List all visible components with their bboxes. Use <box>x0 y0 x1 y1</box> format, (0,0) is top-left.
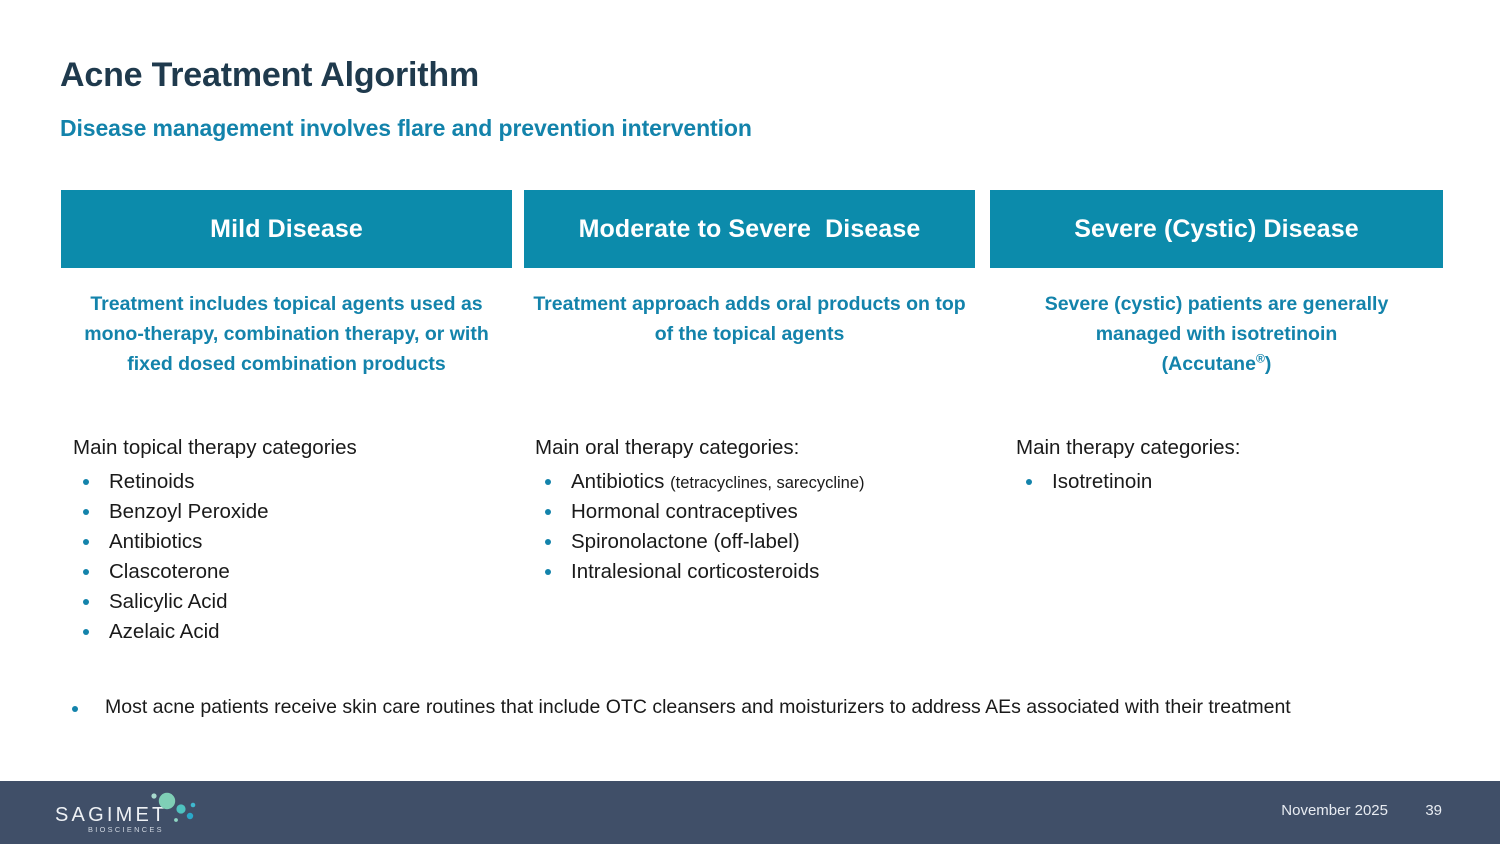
bullet-dot-icon <box>83 508 89 515</box>
bullet-dot-icon <box>545 568 551 575</box>
company-logo: SAGIMET BIOSCIENCES <box>55 792 205 836</box>
logo-wordmark: SAGIMET <box>55 804 168 826</box>
description-line-2: managed with isotretinoin <box>1095 322 1338 345</box>
list-item: Antibiotics (tetracyclines, sarecycline) <box>535 467 986 497</box>
description-line-3: (Accutane®) <box>1161 351 1272 375</box>
footer-date: November 2025 <box>1281 802 1388 819</box>
column-header-mild: Mild Disease <box>61 190 512 268</box>
list-item-label: Clascoterone <box>109 559 230 583</box>
therapy-list-moderate-severe: Main oral therapy categories: Antibiotic… <box>524 434 986 587</box>
list-item: Clascoterone <box>73 557 524 587</box>
accutane-text: (Accutane <box>1161 352 1256 375</box>
list-item-label: Azelaic Acid <box>109 619 220 643</box>
list-item-label: Benzoyl Peroxide <box>109 499 269 523</box>
list-item-label: Salicylic Acid <box>109 589 228 613</box>
logo-tagline: BIOSCIENCES <box>88 825 164 834</box>
footer-bar: SAGIMET BIOSCIENCES November 2025 39 <box>0 781 1500 844</box>
column-severe-cystic-disease: Severe (Cystic) Disease Severe (cystic) … <box>990 190 1443 493</box>
accutane-close-paren: ) <box>1264 352 1272 375</box>
list-item: Retinoids <box>73 467 524 497</box>
bullet-dot-icon <box>72 706 78 712</box>
bottom-note: Most acne patients receive skin care rou… <box>61 694 1465 722</box>
bullet-dot-icon <box>83 478 89 485</box>
therapy-list-severe-cystic: Main therapy categories: Isotretinoin <box>990 434 1469 497</box>
bullet-dot-icon <box>83 598 89 605</box>
list-item: Isotretinoin <box>1016 467 1469 497</box>
column-description-mild: Treatment includes topical agents used a… <box>84 293 489 375</box>
list-item-label: Antibiotics <box>571 469 665 493</box>
list-heading-mild: Main topical therapy categories <box>73 436 357 459</box>
column-description-severe-cystic: Severe (cystic) patients are generally m… <box>990 290 1443 379</box>
column-description-moderate-severe: Treatment approach adds oral products on… <box>533 293 966 345</box>
list-item: Antibiotics <box>73 527 524 557</box>
therapy-list-mild: Main topical therapy categories Retinoid… <box>61 434 524 647</box>
bullet-dot-icon <box>83 568 89 575</box>
description-line-1: Severe (cystic) patients are generally <box>1044 293 1389 315</box>
list-item: Hormonal contraceptives <box>535 497 986 527</box>
page-subtitle: Disease management involves flare and pr… <box>60 115 752 141</box>
column-moderate-severe-disease: Moderate to Severe Disease Treatment app… <box>524 190 975 583</box>
bullet-dot-icon <box>545 508 551 515</box>
page-title: Acne Treatment Algorithm <box>60 56 480 94</box>
column-header-moderate-severe: Moderate to Severe Disease <box>524 190 975 268</box>
list-item-label: Hormonal contraceptives <box>571 499 798 523</box>
list-heading-severe-cystic: Main therapy categories: <box>1016 436 1241 459</box>
list-item-label: Retinoids <box>109 469 195 493</box>
registered-mark-icon: ® <box>1255 351 1265 366</box>
list-item-note: (tetracyclines, sarecycline) <box>670 473 865 492</box>
bottom-note-text: Most acne patients receive skin care rou… <box>105 696 1291 718</box>
bullet-list-moderate-severe: Antibiotics (tetracyclines, sarecycline)… <box>535 467 986 587</box>
list-heading-moderate-severe: Main oral therapy categories: <box>535 436 800 459</box>
bullet-dot-icon <box>545 538 551 545</box>
list-item: Spironolactone (off-label) <box>535 527 986 557</box>
list-item: Azelaic Acid <box>73 617 524 647</box>
list-item-label: Isotretinoin <box>1052 469 1153 493</box>
treatment-columns: Mild Disease Treatment includes topical … <box>0 190 1500 750</box>
list-item: Benzoyl Peroxide <box>73 497 524 527</box>
bullet-list-mild: Retinoids Benzoyl Peroxide Antibiotics C… <box>73 467 524 647</box>
list-item: Intralesional corticosteroids <box>535 557 986 587</box>
bullet-list-severe-cystic: Isotretinoin <box>1016 467 1469 497</box>
list-item-label: Spironolactone (off-label) <box>571 529 800 553</box>
bullet-dot-icon <box>1026 478 1032 485</box>
bullet-dot-icon <box>83 628 89 635</box>
list-item-label: Intralesional corticosteroids <box>571 559 820 583</box>
bullet-dot-icon <box>545 478 551 485</box>
column-mild-disease: Mild Disease Treatment includes topical … <box>61 190 512 643</box>
list-item: Salicylic Acid <box>73 587 524 617</box>
bullet-dot-icon <box>83 538 89 545</box>
column-header-severe-cystic: Severe (Cystic) Disease <box>990 190 1443 268</box>
list-item-label: Antibiotics <box>109 529 203 553</box>
page-number: 39 <box>1425 802 1442 819</box>
